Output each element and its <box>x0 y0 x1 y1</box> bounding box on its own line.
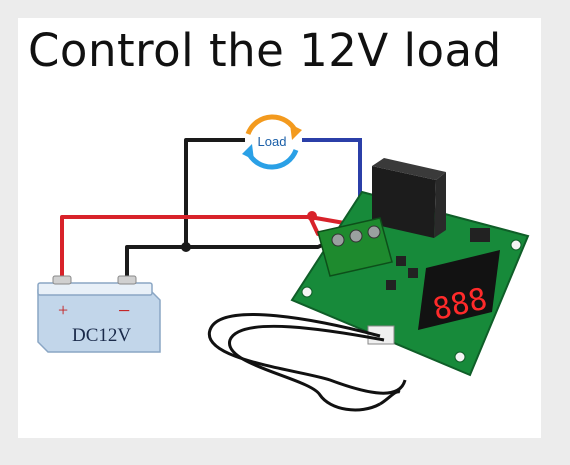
positive-wire <box>60 215 351 283</box>
button <box>396 256 406 266</box>
battery-plus-symbol: + <box>58 300 68 320</box>
battery-minus-symbol: − <box>118 298 130 323</box>
ic-chip <box>470 228 490 242</box>
load-icon: Load <box>242 114 302 170</box>
temperature-probe-cable <box>208 313 407 412</box>
load-wire <box>302 138 362 212</box>
positive-junction-dot <box>307 211 317 221</box>
button <box>386 280 396 290</box>
load-label: Load <box>258 134 287 149</box>
thermostat-board: 888 <box>290 158 530 377</box>
mount-hole <box>454 351 466 363</box>
battery-label: DC12V <box>72 325 131 346</box>
mount-hole <box>510 239 522 251</box>
button <box>408 268 418 278</box>
page-title: Control the 12V load <box>28 24 502 77</box>
negative-junction-dot <box>181 242 191 252</box>
battery: + − DC12V <box>37 275 161 353</box>
mount-hole <box>301 286 313 298</box>
relay <box>372 166 436 238</box>
